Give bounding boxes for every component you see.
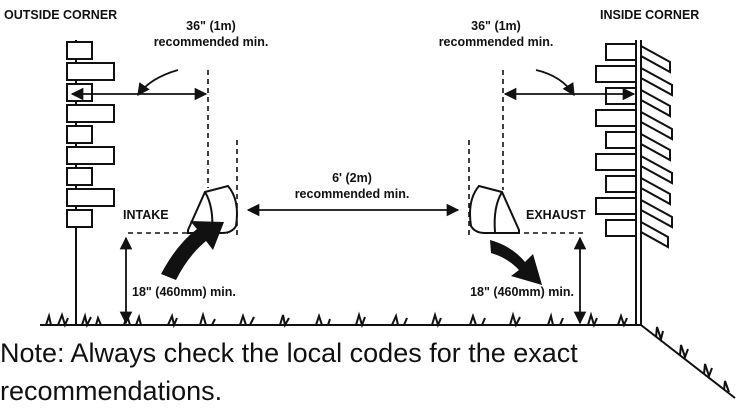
pointer-arrows (137, 69, 575, 97)
inside-corner-wall (595, 40, 673, 325)
right-clearance-label-line1: 36" (1m) (471, 19, 521, 33)
exhaust-flow-arrow (490, 240, 542, 285)
local-codes-note: Note: Always check the local codes for t… (0, 338, 578, 406)
ground-line (40, 311, 736, 399)
outside-corner-wall (66, 40, 115, 325)
left-height-label: 18" (460mm) min. (132, 285, 236, 299)
left-clearance-label-line2: recommended min. (154, 35, 269, 49)
right-height-label: 18" (460mm) min. (470, 285, 574, 299)
left-pointer-arrow (137, 69, 179, 97)
middle-clearance-label-line2: recommended min. (295, 187, 410, 201)
inside-corner-label: INSIDE CORNER (600, 8, 699, 22)
middle-clearance-label-line1: 6' (2m) (332, 171, 372, 185)
right-pointer-arrow (535, 69, 575, 97)
exhaust-label: EXHAUST (526, 208, 586, 222)
intake-vent (187, 184, 238, 234)
right-clearance-label-line2: recommended min. (439, 35, 554, 49)
intake-flow-arrow (161, 221, 224, 280)
clearance-arrows (70, 87, 636, 325)
exhaust-vent (469, 184, 520, 234)
outside-corner-label: OUTSIDE CORNER (4, 8, 117, 22)
left-clearance-label-line1: 36" (1m) (186, 19, 236, 33)
intake-label: INTAKE (123, 208, 169, 222)
